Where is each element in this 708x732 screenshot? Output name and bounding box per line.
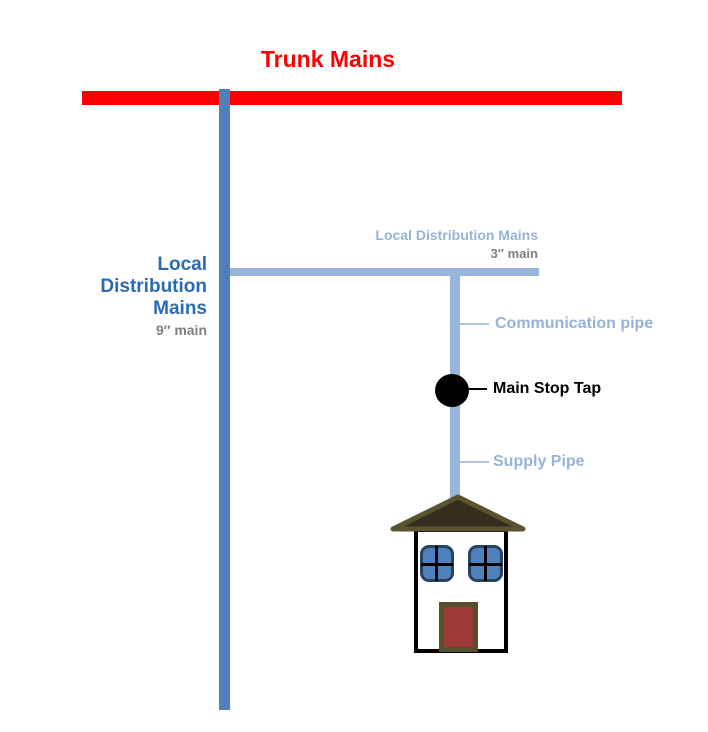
window-pane-divider-vertical <box>435 546 438 581</box>
local-distribution-main-9in-label-group: Local Distribution Mains 9″ main <box>87 254 207 338</box>
house-door <box>439 602 478 652</box>
supply-pipe-label: Supply Pipe <box>493 453 585 470</box>
diagram-title: Trunk Mains <box>260 46 396 72</box>
trunk-mains-pipe <box>82 91 622 105</box>
house-window-left <box>420 545 454 582</box>
local-distribution-main-3in-size-label: 3″ main <box>490 246 538 261</box>
communication-pipe-label: Communication pipe <box>495 315 654 332</box>
local-distribution-main-3in-pipe <box>230 268 539 276</box>
supply-pipe <box>450 392 460 503</box>
window-pane-divider-vertical <box>483 546 487 581</box>
house-illustration <box>386 493 531 655</box>
local-distribution-main-3in-label: Local Distribution Mains <box>375 227 538 243</box>
local-distribution-main-9in-pipe <box>219 89 230 710</box>
communication-pipe-pointer-line <box>460 323 489 325</box>
local-distribution-main-9in-label: Local Distribution Mains <box>100 254 207 319</box>
local-distribution-main-3in-label-group: Local Distribution Mains 3″ main <box>338 227 538 261</box>
local-distribution-main-9in-size-label: 9″ main <box>155 322 207 338</box>
supply-pipe-pointer-line <box>460 461 489 463</box>
house-window-right <box>468 545 503 582</box>
house-roof-icon <box>390 494 526 532</box>
main-stop-tap-pointer-line <box>468 388 487 390</box>
main-stop-tap-label: Main Stop Tap <box>493 380 602 397</box>
communication-pipe <box>450 272 460 392</box>
main-stop-tap-marker <box>435 374 469 407</box>
